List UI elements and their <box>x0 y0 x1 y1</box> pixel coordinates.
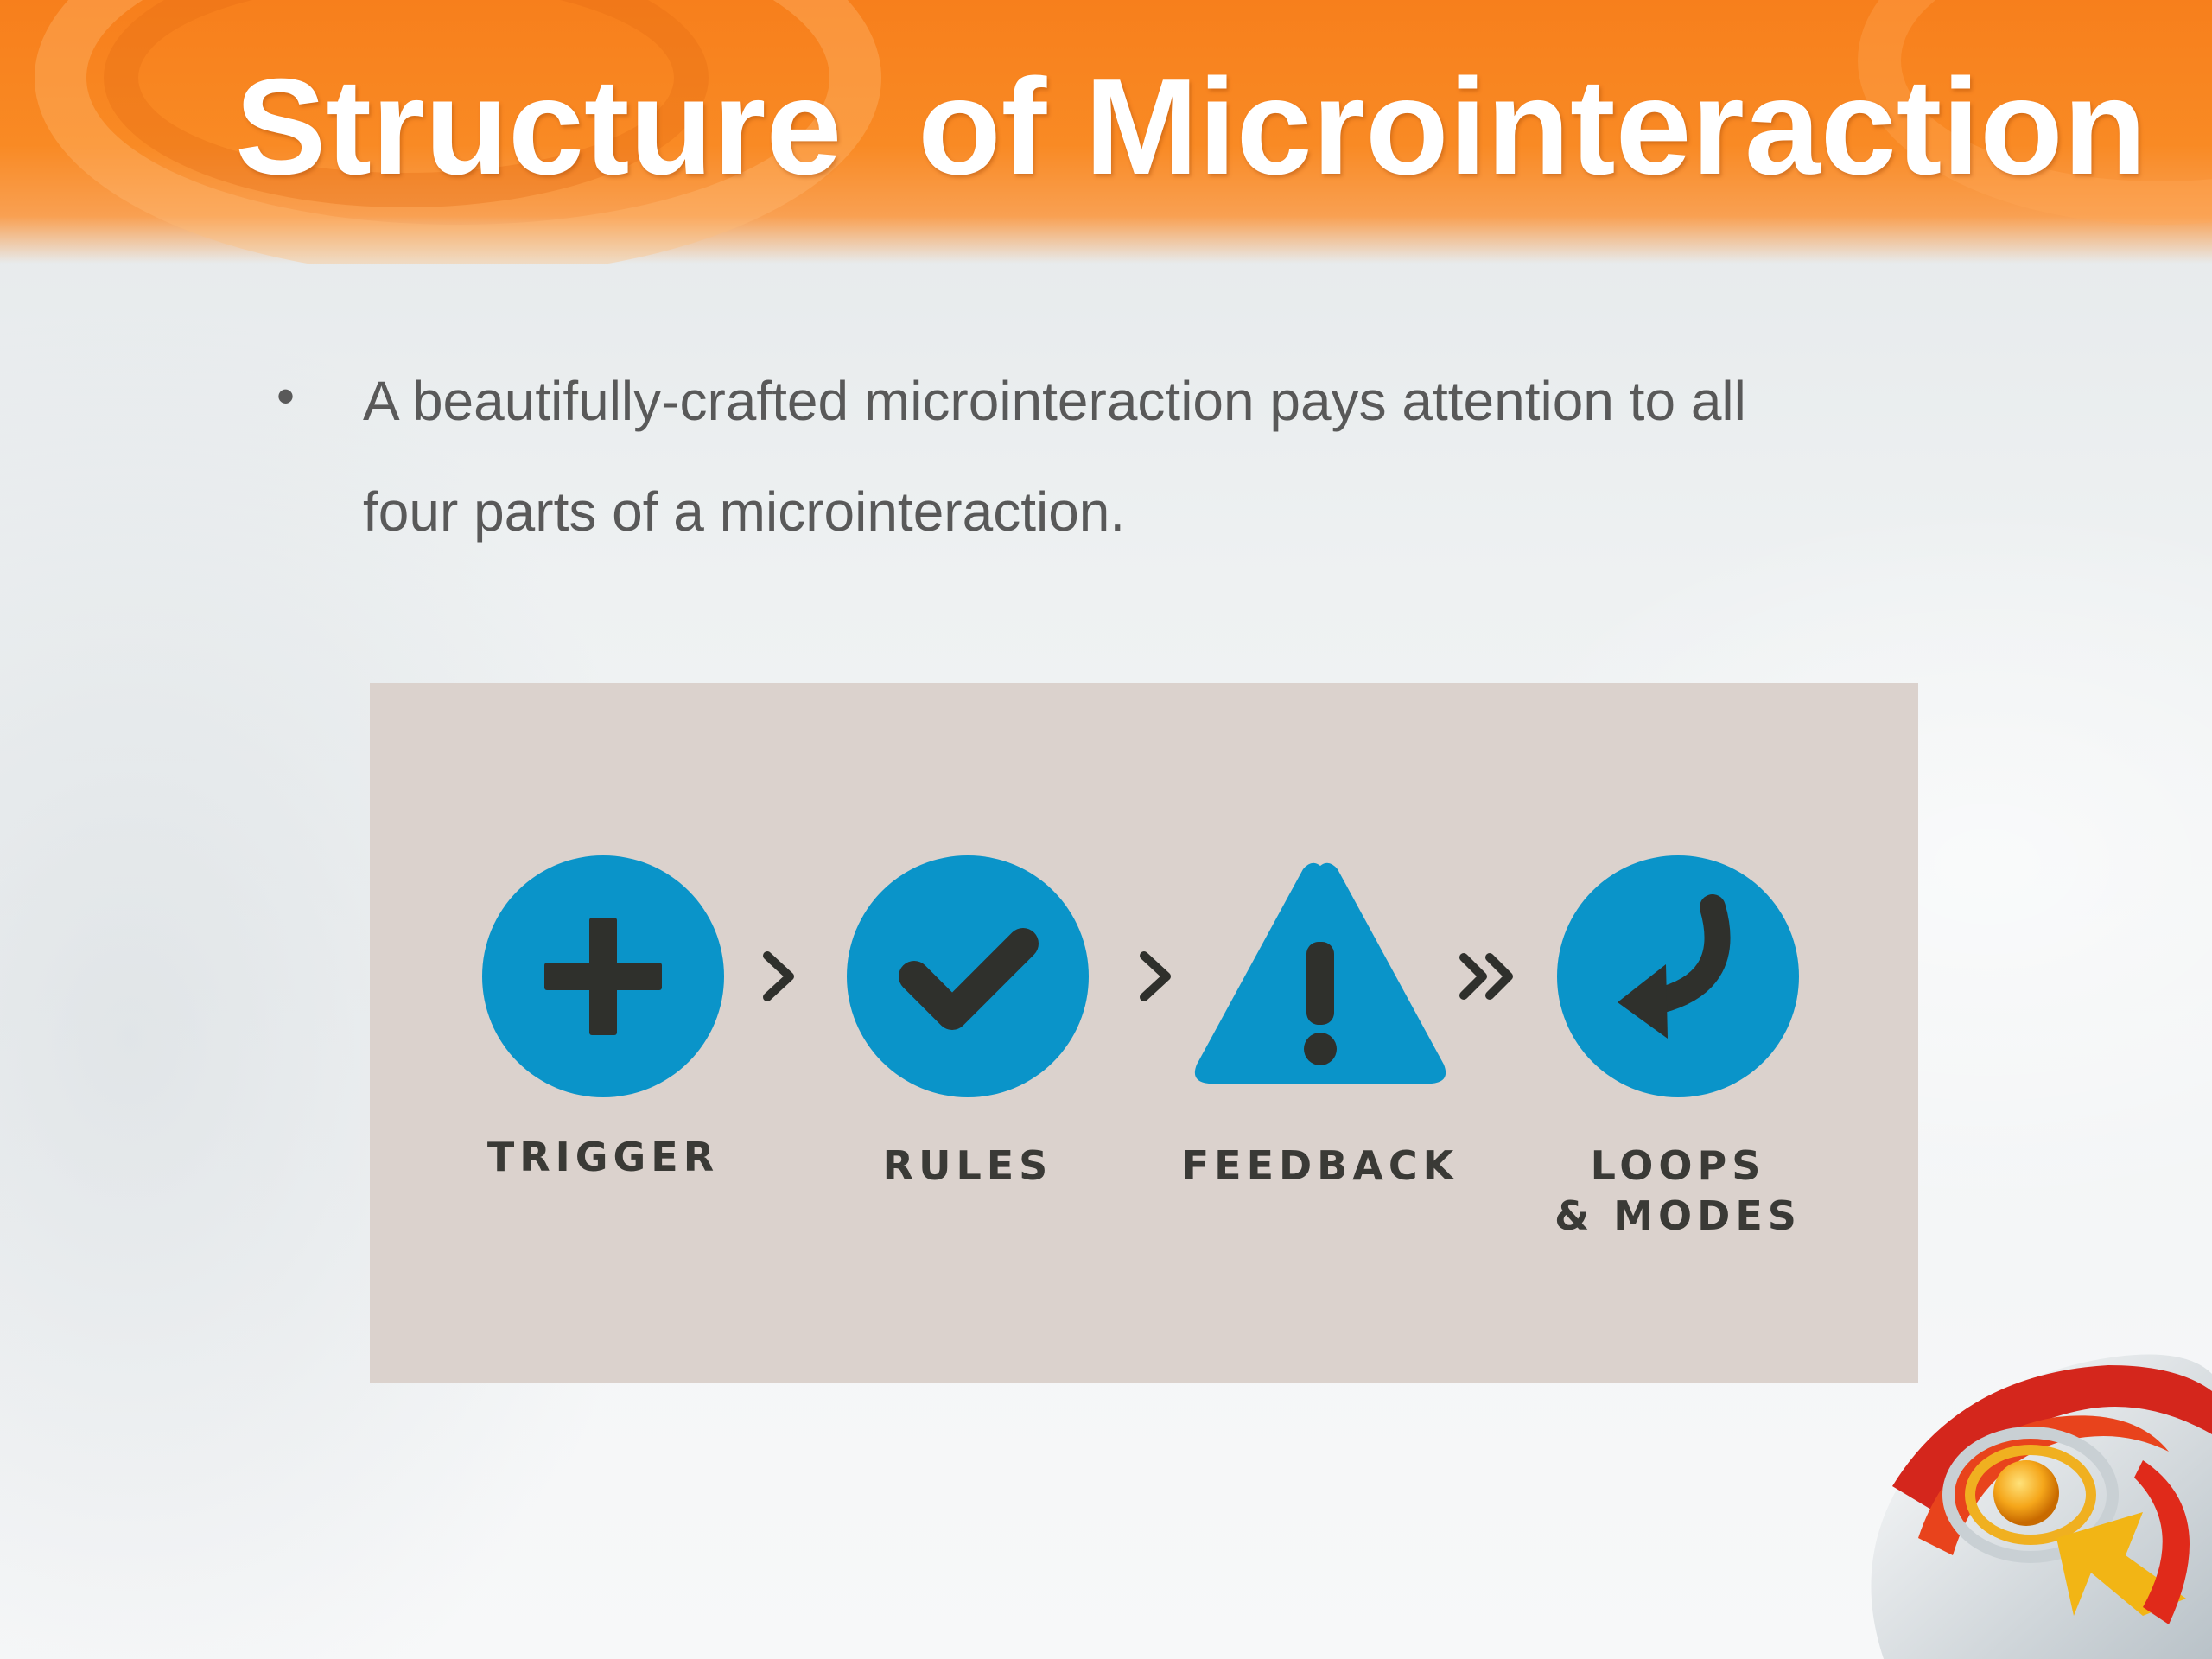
chevron-right-icon <box>763 951 794 1001</box>
bullet-marker: • <box>276 367 296 425</box>
bullet-item: • A beautifully-crafted microinteraction… <box>276 346 1918 567</box>
microinteraction-diagram: TRIGGER RULES FEEDBACK LOOPS & MODES <box>370 683 1918 1382</box>
step-label-rules: RULES <box>882 1142 1053 1189</box>
checkmark-icon <box>847 855 1089 1097</box>
swirl-logo-icon <box>1871 1354 2212 1659</box>
step-label-loops-modes: LOOPS & MODES <box>1554 1142 1802 1239</box>
step-label-trigger: TRIGGER <box>486 1134 720 1180</box>
return-arrow-icon <box>1557 855 1799 1097</box>
bullet-list: • A beautifully-crafted microinteraction… <box>276 346 1918 567</box>
plus-icon <box>482 855 724 1097</box>
chevron-right-icon <box>1140 951 1171 1001</box>
title-banner <box>0 0 2212 264</box>
slide-title: Structure of Microinteraction <box>235 51 2147 203</box>
exclamation-triangle-icon <box>1194 862 1446 1084</box>
bullet-text: A beautifully-crafted microinteraction p… <box>363 370 1746 543</box>
double-chevron-right-icon <box>1459 953 1513 1000</box>
step-label-feedback: FEEDBACK <box>1181 1142 1459 1189</box>
